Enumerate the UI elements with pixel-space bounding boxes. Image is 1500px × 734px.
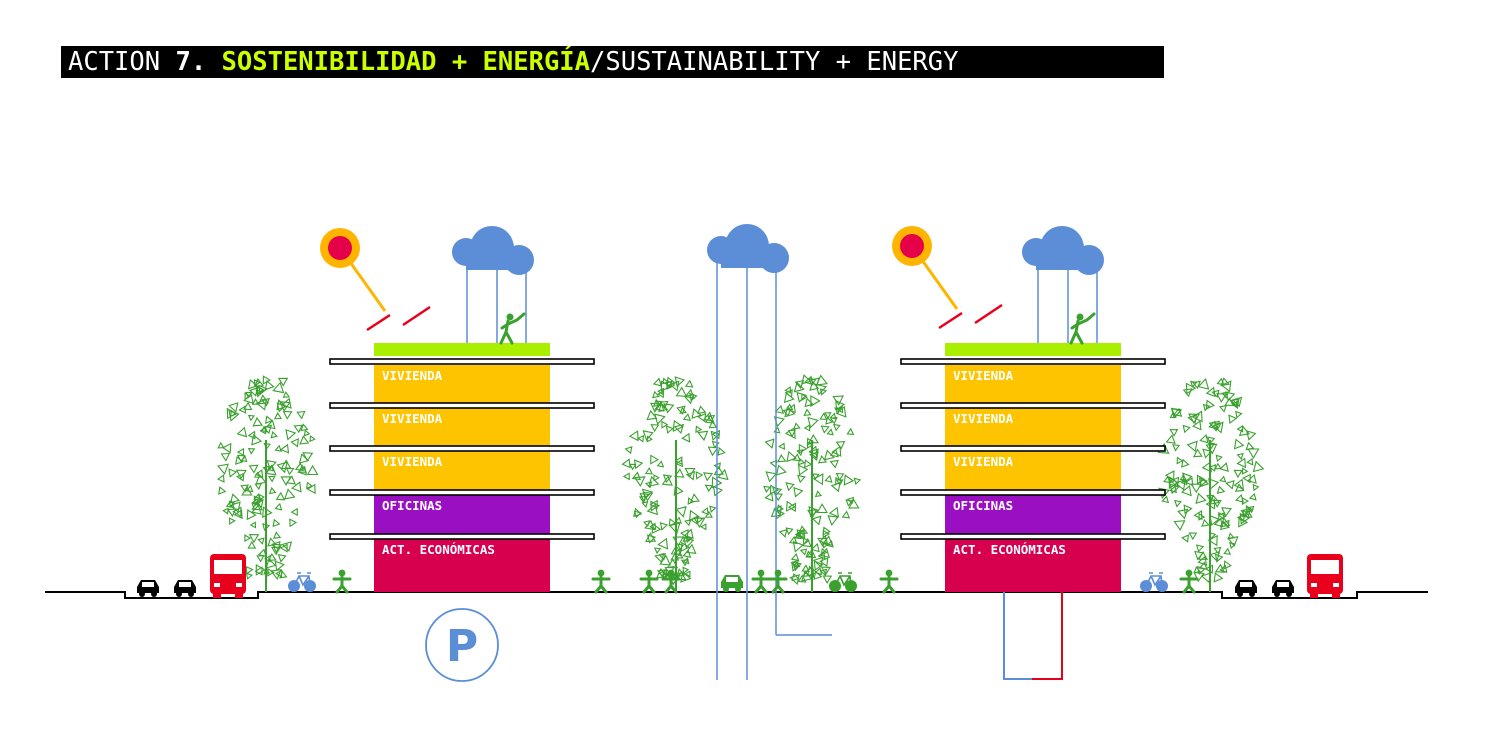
tree-icon xyxy=(1157,377,1265,592)
bicycle-icon xyxy=(1140,572,1168,592)
tree-icon xyxy=(763,374,862,592)
floor-block xyxy=(374,451,550,495)
floor-label: OFICINAS xyxy=(382,498,442,513)
floor-block xyxy=(374,539,550,592)
page-title: ACTION 7. SOSTENIBILIDAD + ENERGÍA/SUSTA… xyxy=(61,46,1164,78)
person-icon xyxy=(661,569,681,594)
cloud-icon xyxy=(1022,226,1104,275)
bus-icon xyxy=(1307,554,1343,598)
green-roof xyxy=(374,343,550,356)
floor-label: VIVIENDA xyxy=(953,411,1014,426)
cloud-icon xyxy=(452,226,534,275)
gardener-icon xyxy=(1069,312,1096,345)
title-separator: / xyxy=(590,47,606,77)
floor-slab xyxy=(329,445,595,452)
floor-block xyxy=(945,539,1121,592)
floor-block xyxy=(374,408,550,451)
floor-block xyxy=(945,408,1121,451)
floor-slab xyxy=(900,402,1166,409)
sun-icon xyxy=(320,228,431,332)
gardener-icon xyxy=(499,312,526,345)
tree-icon xyxy=(621,376,729,592)
title-action-word: ACTION xyxy=(68,47,176,77)
green-roof xyxy=(945,343,1121,356)
title-spanish: SOSTENIBILIDAD + ENERGÍA xyxy=(221,47,591,77)
floor-block xyxy=(945,495,1121,539)
floor-label: VIVIENDA xyxy=(382,454,443,469)
bicycle-icon xyxy=(829,572,857,592)
floor-slab xyxy=(329,533,595,540)
car-icon xyxy=(1272,580,1294,597)
person-icon xyxy=(639,569,659,594)
floor-slab xyxy=(900,445,1166,452)
floor-slab xyxy=(900,358,1166,365)
floor-block xyxy=(374,495,550,539)
floor-block xyxy=(945,451,1121,495)
floor-slab xyxy=(900,533,1166,540)
title-english: SUSTAINABILITY + ENERGY xyxy=(605,47,959,77)
car-icon xyxy=(1235,580,1257,597)
floor-label: VIVIENDA xyxy=(382,411,443,426)
floor-block xyxy=(374,365,550,408)
floor-label: OFICINAS xyxy=(953,498,1013,513)
floor-slab xyxy=(329,402,595,409)
car-icon xyxy=(137,580,159,597)
person-icon xyxy=(879,569,899,594)
floor-label: ACT. ECONÓMICAS xyxy=(953,542,1066,557)
floor-block xyxy=(945,365,1121,408)
floor-label: VIVIENDA xyxy=(953,368,1014,383)
person-icon xyxy=(751,569,771,594)
car-icon xyxy=(174,580,196,597)
geothermal-loop xyxy=(1003,592,1063,680)
floor-slab xyxy=(900,489,1166,496)
sun-icon xyxy=(892,226,1003,330)
title-action-number: 7. xyxy=(175,47,207,77)
floor-label: ACT. ECONÓMICAS xyxy=(382,542,495,557)
floor-slab xyxy=(329,358,595,365)
car-icon xyxy=(721,575,743,592)
person-icon xyxy=(332,569,352,594)
person-icon xyxy=(591,569,611,594)
building-2: VIVIENDA VIVIENDA VIVIENDA OFICINAS ACT. ECO… xyxy=(900,343,1166,592)
person-icon xyxy=(1179,569,1199,594)
ground-line xyxy=(45,591,1428,599)
person-icon xyxy=(768,569,788,594)
floor-label: VIVIENDA xyxy=(953,454,1014,469)
building-1: VIVIENDA VIVIENDA VIVIENDA OFICINAS ACT. ECO… xyxy=(329,343,595,592)
floor-slab xyxy=(329,489,595,496)
parking-icon: P xyxy=(425,608,499,682)
floor-label: VIVIENDA xyxy=(382,368,443,383)
tree-icon xyxy=(216,375,319,592)
parking-letter: P xyxy=(446,621,478,672)
bicycle-icon xyxy=(288,572,316,592)
cloud-icon xyxy=(707,224,789,273)
bus-icon xyxy=(210,554,246,598)
